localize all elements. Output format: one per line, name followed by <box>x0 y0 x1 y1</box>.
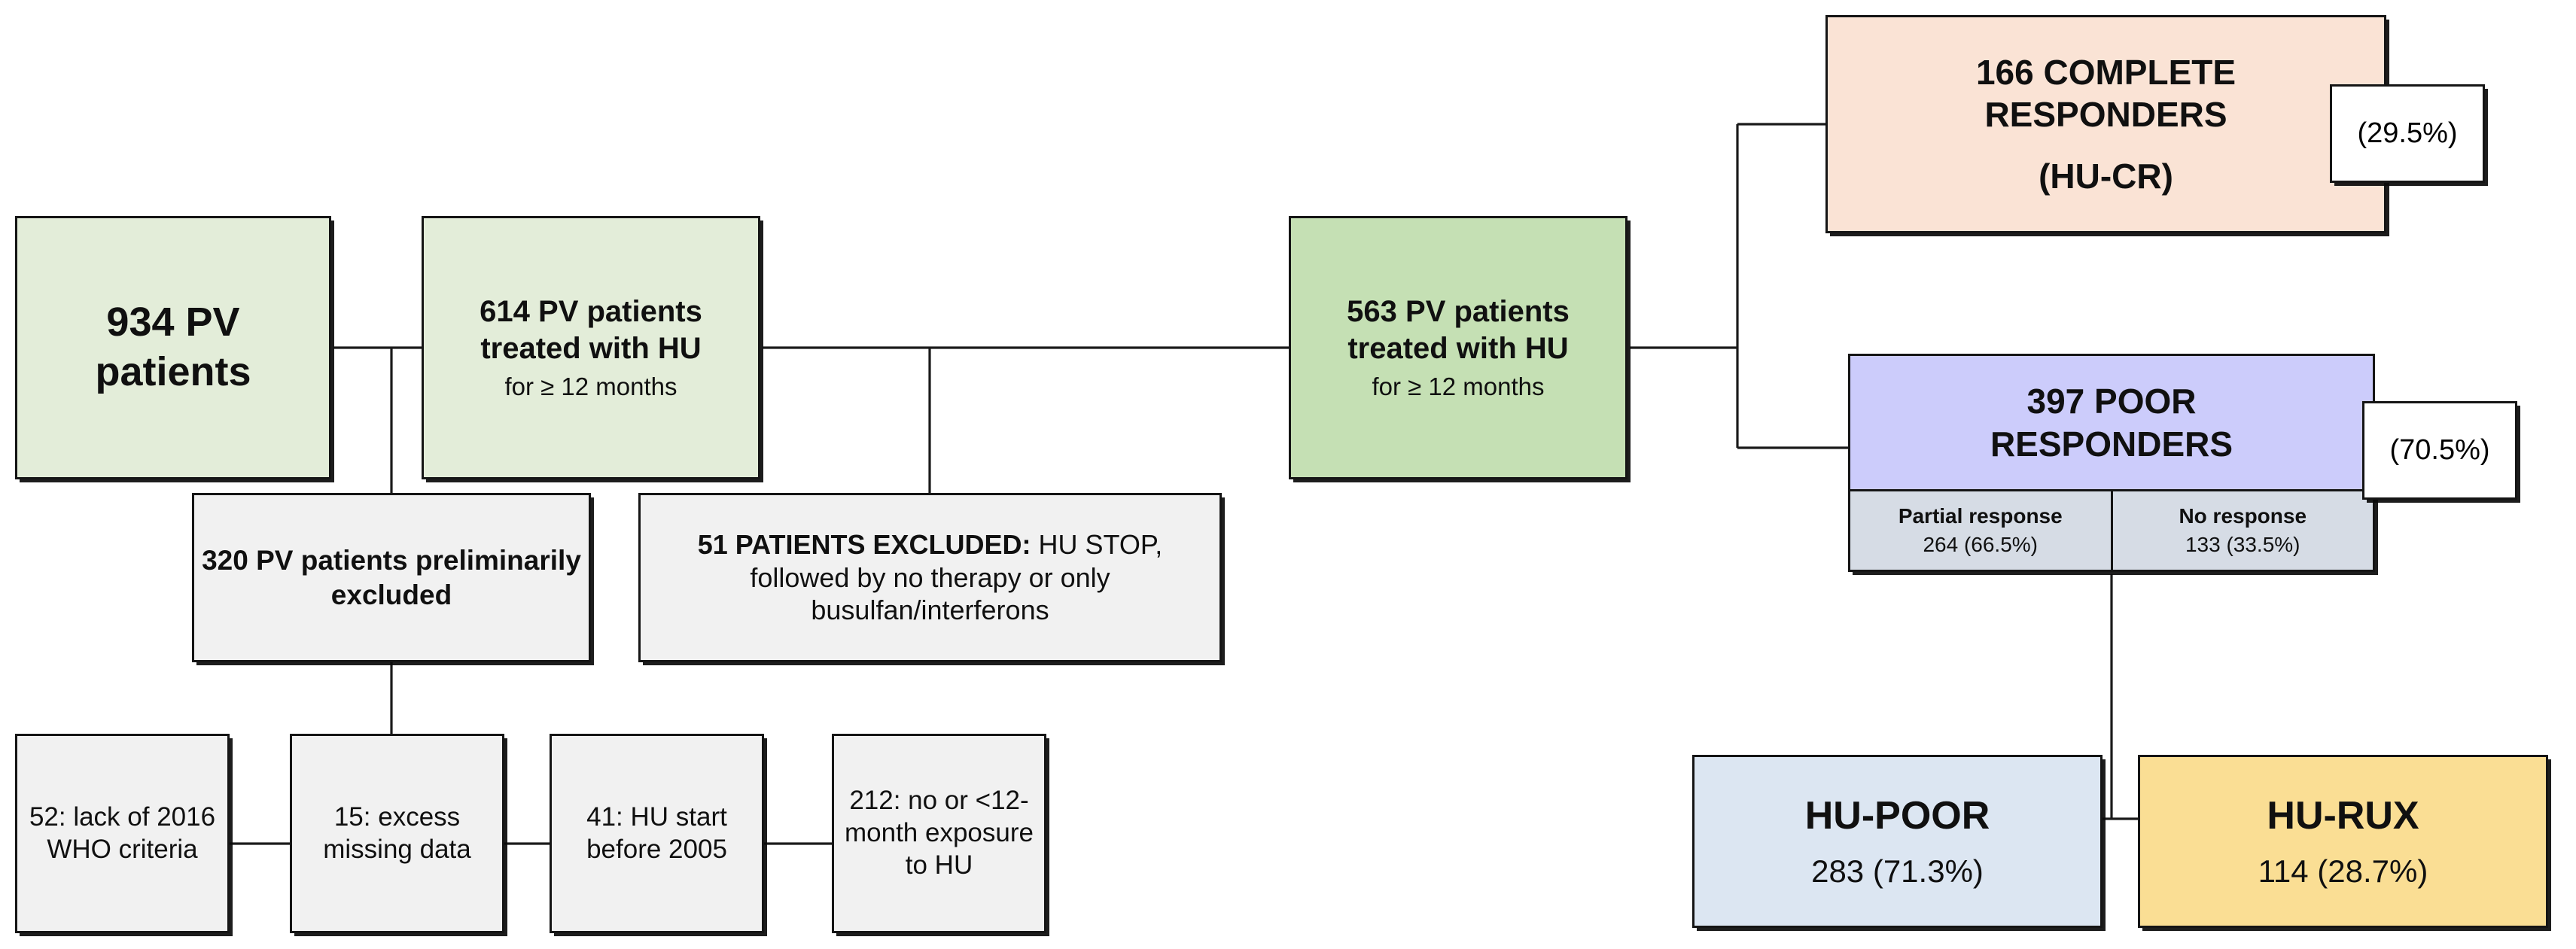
breakdown-partial-response-header: Partial response <box>1898 503 2063 528</box>
node-hu-rux[interactable]: HU-RUX 114 (28.7%) <box>2138 755 2548 928</box>
node-complete-responders-line3: (HU-CR) <box>2039 157 2173 196</box>
node-poor-responders-line2: RESPONDERS <box>1990 424 2233 464</box>
node-treated-614-subline: for ≥ 12 months <box>504 372 677 400</box>
badge-poor-responders-percent: (70.5%) <box>2362 401 2517 500</box>
node-prelim-excluded[interactable]: 320 PV patients preliminarily excluded <box>192 493 591 662</box>
node-exclusion-reason-41-label: 41: HU start before 2005 <box>586 801 727 864</box>
node-treated-563-subline: for ≥ 12 months <box>1372 372 1545 400</box>
node-complete-responders-line2: RESPONDERS <box>1984 94 2227 134</box>
node-treated-614[interactable]: 614 PV patients treated with HU for ≥ 12… <box>422 216 760 479</box>
node-exclusion-reason-15[interactable]: 15: excess missing data <box>290 734 504 933</box>
node-treated-563-headline: 563 PV patients treated with HU <box>1347 295 1570 365</box>
node-poor-responders-line1: 397 POOR <box>2026 382 2197 421</box>
node-hu-poor[interactable]: HU-POOR 283 (71.3%) <box>1692 755 2103 928</box>
node-hu-poor-value: 283 (71.3%) <box>1811 853 1984 890</box>
node-excluded-51-text: 51 PATIENTS EXCLUDED: HU STOP, followed … <box>648 528 1212 628</box>
node-hu-rux-headline: HU-RUX <box>2267 793 2419 838</box>
node-hu-poor-headline: HU-POOR <box>1804 793 1990 838</box>
breakdown-no-response-header: No response <box>2179 503 2307 528</box>
badge-complete-responders-percent-label: (29.5%) <box>2357 117 2458 149</box>
node-exclusion-reason-212-label: 212: no or <12-month exposure to HU <box>845 786 1034 880</box>
node-exclusion-reason-52-label: 52: lack of 2016 WHO criteria <box>29 801 216 864</box>
node-excluded-51[interactable]: 51 PATIENTS EXCLUDED: HU STOP, followed … <box>638 493 1222 662</box>
badge-poor-responders-percent-label: (70.5%) <box>2389 434 2490 466</box>
node-hu-rux-value: 114 (28.7%) <box>2258 853 2428 890</box>
node-complete-responders-line1: 166 COMPLETE <box>1975 52 2236 92</box>
node-excluded-51-strong: 51 PATIENTS EXCLUDED: <box>697 528 1031 560</box>
breakdown-cell-partial-response[interactable]: Partial response 264 (66.5%) <box>1850 491 2111 570</box>
breakdown-no-response-value: 133 (33.5%) <box>2185 533 2300 556</box>
node-exclusion-reason-15-label: 15: excess missing data <box>323 801 471 864</box>
node-treated-614-headline: 614 PV patients treated with HU <box>480 295 702 365</box>
node-poor-responders[interactable]: 397 POOR RESPONDERS <box>1848 354 2375 489</box>
node-exclusion-reason-52[interactable]: 52: lack of 2016 WHO criteria <box>15 734 230 933</box>
node-exclusion-reason-41[interactable]: 41: HU start before 2005 <box>550 734 764 933</box>
node-complete-responders[interactable]: 166 COMPLETE RESPONDERS (HU-CR) <box>1825 15 2386 233</box>
badge-complete-responders-percent: (29.5%) <box>2330 84 2485 183</box>
node-excluded-51-rest: HU STOP, followed by no therapy or only … <box>750 528 1163 626</box>
node-poor-responders-breakdown: Partial response 264 (66.5%) No response… <box>1848 489 2375 572</box>
breakdown-cell-no-response[interactable]: No response 133 (33.5%) <box>2110 491 2374 570</box>
node-total-cohort-label: 934 PV patients <box>95 300 251 394</box>
node-treated-563[interactable]: 563 PV patients treated with HU for ≥ 12… <box>1289 216 1628 479</box>
node-total-cohort[interactable]: 934 PV patients <box>15 216 331 479</box>
breakdown-partial-response-value: 264 (66.5%) <box>1923 533 2039 556</box>
node-prelim-excluded-label: 320 PV patients preliminarily excluded <box>202 545 581 610</box>
node-exclusion-reason-212[interactable]: 212: no or <12-month exposure to HU <box>832 734 1046 933</box>
